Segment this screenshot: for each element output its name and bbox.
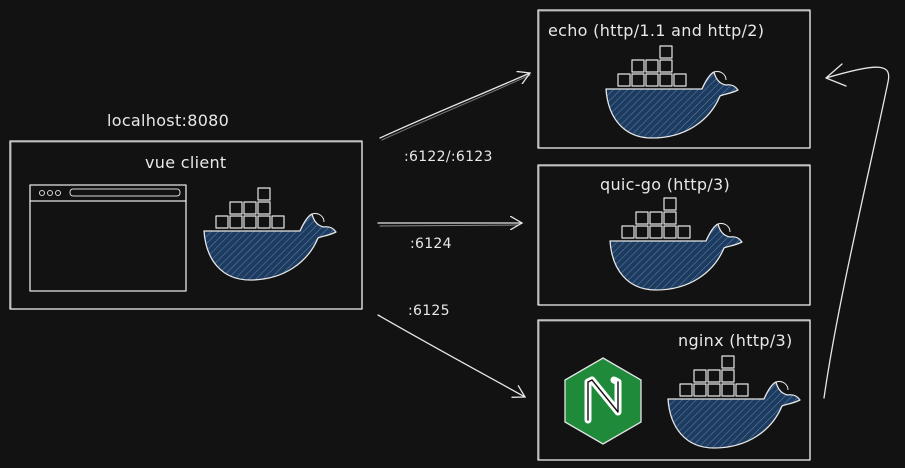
connection-label-echo: :6122/:6123 xyxy=(404,149,493,165)
host-label: localhost:8080 xyxy=(107,111,229,130)
client-title: vue client xyxy=(145,153,226,172)
connection-quic-go xyxy=(377,223,522,226)
server-box-quic-go: quic-go (http/3) xyxy=(537,164,811,306)
return-arrow xyxy=(823,63,890,399)
server-box-nginx: nginx (http/3) xyxy=(537,319,811,461)
server-title-quic-go: quic-go (http/3) xyxy=(600,175,730,194)
server-title-nginx: nginx (http/3) xyxy=(678,331,793,350)
client-box: vue client xyxy=(9,140,363,310)
nginx-logo-icon xyxy=(564,357,642,445)
connection-label-quic-go: :6124 xyxy=(410,236,452,252)
docker-whale-icon xyxy=(605,45,739,139)
docker-whale-icon xyxy=(203,187,337,281)
server-box-echo: echo (http/1.1 and http/2) xyxy=(537,9,811,149)
connection-label-nginx: :6125 xyxy=(408,303,450,319)
server-title-echo: echo (http/1.1 and http/2) xyxy=(548,21,764,40)
docker-whale-icon xyxy=(609,197,743,291)
connection-nginx xyxy=(377,314,525,397)
connection-echo xyxy=(379,73,530,141)
browser-window-icon xyxy=(29,184,187,292)
docker-whale-icon xyxy=(667,355,801,449)
